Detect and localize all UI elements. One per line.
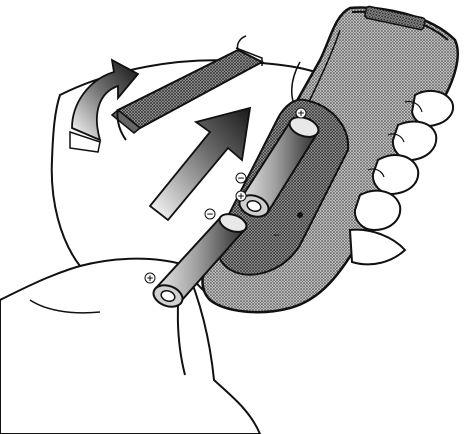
compartment-screw [297, 212, 303, 218]
polarity-minus-3: − [272, 231, 280, 241]
polarity-plus-3: + [146, 274, 154, 284]
polarity-minus-1: − [237, 174, 245, 184]
polarity-minus-2: − [206, 210, 214, 220]
polarity-plus-1: + [297, 109, 305, 119]
polarity-plus-2: + [237, 192, 245, 202]
